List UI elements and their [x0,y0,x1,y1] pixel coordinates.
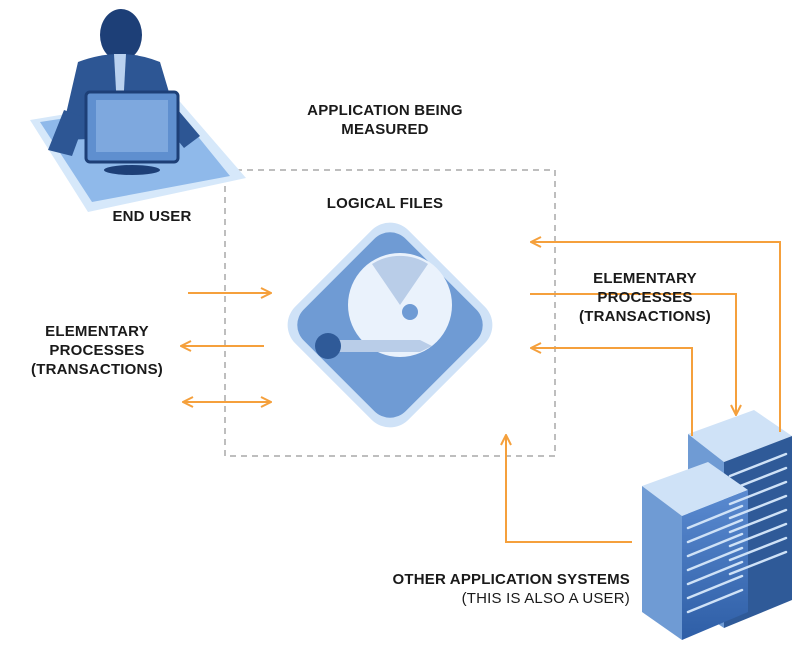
server-rack-icon [642,410,792,640]
left-processes-line1: ELEMENTARY [45,323,149,340]
application-title: APPLICATION BEING MEASURED [300,101,470,139]
right-outbound-arrow [530,293,736,414]
application-title-line1: APPLICATION BEING [307,102,463,119]
bottom-inbound-arrow [506,436,632,543]
end-user-icon [30,9,246,212]
other-systems-line2: (THIS IS ALSO A USER) [461,590,630,607]
right-processes-line2: PROCESSES [597,289,693,306]
other-systems-label: OTHER APPLICATION SYSTEMS (THIS IS ALSO … [364,570,630,608]
right-inbound-arrow-top [532,242,781,432]
other-systems-line1: OTHER APPLICATION SYSTEMS [392,571,630,588]
end-user-label: END USER [112,208,192,225]
left-processes-line2: PROCESSES [49,342,145,359]
logical-files-disk-icon [287,222,493,428]
right-processes-line1: ELEMENTARY [593,270,697,287]
logical-files-label: LOGICAL FILES [326,195,444,212]
right-processes-line3: (TRANSACTIONS) [579,308,711,325]
application-title-line2: MEASURED [341,121,429,138]
right-processes-label: ELEMENTARY PROCESSES (TRANSACTIONS) [570,269,720,326]
application-boundary [224,169,556,457]
left-processes-line3: (TRANSACTIONS) [31,361,163,378]
left-processes-label: ELEMENTARY PROCESSES (TRANSACTIONS) [22,322,172,379]
right-inbound-arrow-middle [532,348,693,436]
